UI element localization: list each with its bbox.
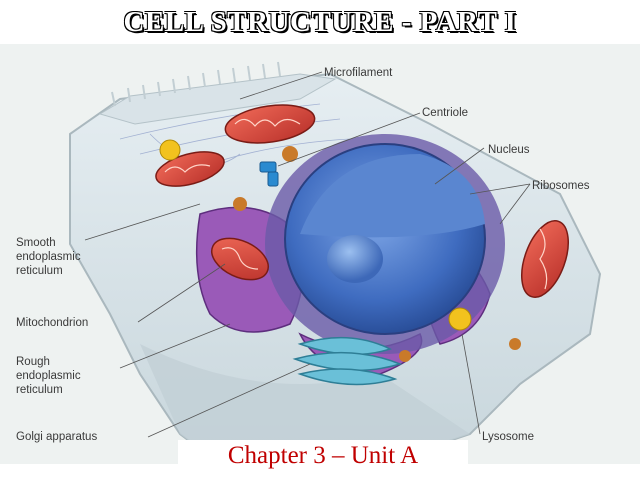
cell-diagram <box>0 44 640 464</box>
label-lysosome: Lysosome <box>482 431 534 443</box>
label-rough-er: Rough endoplasmic reticulum <box>16 356 81 396</box>
label-centriole: Centriole <box>422 107 469 119</box>
label-golgi-apparatus: Golgi apparatus <box>16 431 98 443</box>
label-leader-lines <box>84 71 531 438</box>
lysosomes <box>159 139 521 362</box>
label-nucleus: Nucleus <box>488 144 530 156</box>
label-mitochondrion: Mitochondrion <box>16 317 89 329</box>
label-smooth-er: Smooth endoplasmic reticulum <box>16 237 81 277</box>
label-ribosomes: Ribosomes <box>532 180 590 192</box>
slide-subtitle: Chapter 3 – Unit A <box>178 440 468 472</box>
centriole <box>259 161 279 187</box>
nucleus <box>265 134 505 354</box>
nucleolus <box>327 235 383 283</box>
label-microfilament: Microfilament <box>324 67 393 79</box>
slide-title: CELL STRUCTURE - PART I <box>123 6 517 38</box>
golgi-apparatus <box>292 336 403 386</box>
